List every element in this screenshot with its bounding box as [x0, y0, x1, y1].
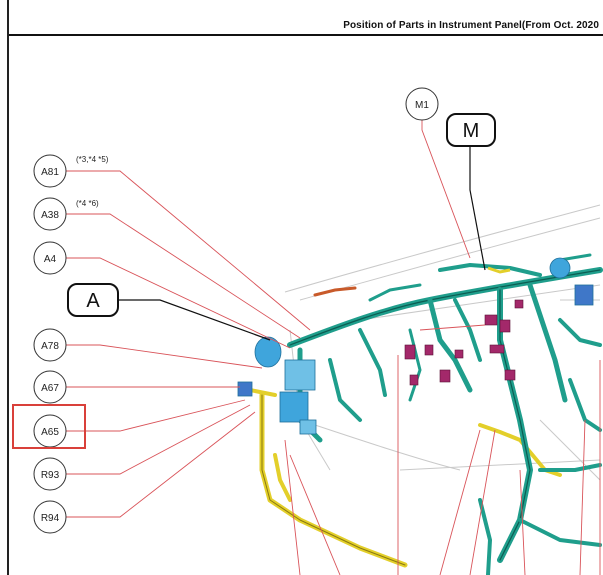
- leader-group-m: [469, 146, 486, 271]
- callout-r94[interactable]: R94: [33, 500, 67, 534]
- callout-a67-label: A67: [41, 383, 59, 394]
- callout-a38-note: (*4 *6): [76, 199, 99, 208]
- callout-a78[interactable]: A78: [33, 328, 67, 362]
- leader-lines: [66, 120, 601, 575]
- group-box-a[interactable]: A: [67, 283, 119, 317]
- callout-a65[interactable]: A65: [33, 414, 67, 448]
- page-left-border: [7, 0, 9, 575]
- callout-a65-label: A65: [41, 427, 59, 438]
- callout-r93[interactable]: R93: [33, 457, 67, 491]
- callout-a4-label: A4: [44, 254, 57, 265]
- callout-a81[interactable]: A81: [33, 154, 67, 188]
- leader-m1: [421, 120, 471, 259]
- magenta-connectors: [404, 299, 524, 386]
- leader-r93: [66, 404, 251, 475]
- header-rule: [9, 34, 603, 36]
- callout-a81-label: A81: [41, 167, 59, 178]
- leader-group-a: [118, 299, 271, 341]
- blue-modules: [237, 257, 594, 435]
- group-box-m[interactable]: M: [446, 113, 496, 147]
- callout-m1-label: M1: [415, 100, 429, 111]
- group-box-m-label: M: [463, 120, 480, 142]
- callout-a38-label: A38: [41, 210, 59, 221]
- callout-a81-note: (*3,*4 *5): [76, 155, 109, 164]
- teal-harness: [287, 253, 603, 575]
- callout-m1[interactable]: M1: [405, 87, 439, 121]
- callout-a67[interactable]: A67: [33, 370, 67, 404]
- leader-a38: [66, 213, 301, 339]
- leader-a65: [66, 399, 246, 432]
- callout-a4[interactable]: A4: [33, 241, 67, 275]
- group-box-a-label: A: [86, 290, 100, 312]
- orange-bracket: [313, 286, 357, 297]
- callout-a78-label: A78: [41, 341, 59, 352]
- page-title: Position of Parts in Instrument Panel(Fr…: [343, 20, 599, 31]
- callout-r93-label: R93: [41, 470, 60, 481]
- leader-r94: [66, 411, 256, 518]
- leader-a4: [66, 257, 291, 349]
- yellow-bracket: [487, 266, 511, 274]
- leader-a78: [66, 344, 263, 369]
- callout-a38[interactable]: A38: [33, 197, 67, 231]
- callout-r94-label: R94: [41, 513, 60, 524]
- highlight-box-a65: [12, 404, 86, 449]
- leader-a81: [66, 170, 311, 331]
- group-leaders: [118, 146, 486, 341]
